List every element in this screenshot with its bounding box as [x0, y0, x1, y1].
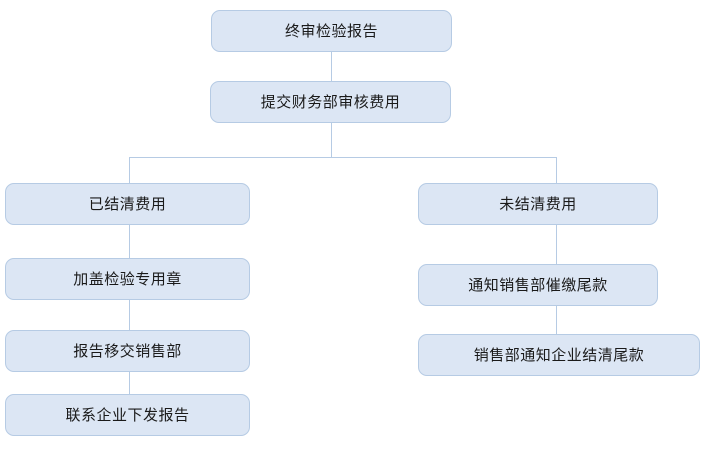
node-label: 销售部通知企业结清尾款	[473, 346, 645, 364]
edge-branch-to-n3	[129, 157, 130, 183]
edge-n8-to-n9	[556, 306, 557, 334]
node-notify-sales-collect-balance[interactable]: 通知销售部催缴尾款	[418, 264, 658, 306]
node-transfer-report-to-sales[interactable]: 报告移交销售部	[5, 330, 250, 372]
node-label: 未结清费用	[499, 195, 577, 213]
edge-n7-to-n8	[556, 225, 557, 264]
edge-n5-to-n6	[129, 372, 130, 394]
edge-n3-to-n4	[129, 225, 130, 258]
edge-n2-to-branch	[331, 123, 332, 157]
node-label: 已结清费用	[88, 195, 167, 213]
node-contact-enterprise-issue-report[interactable]: 联系企业下发报告	[5, 394, 250, 436]
edge-branch-to-n7	[556, 157, 557, 183]
node-label: 加盖检验专用章	[73, 270, 182, 288]
node-affix-inspection-seal[interactable]: 加盖检验专用章	[5, 258, 250, 300]
node-fee-unsettled[interactable]: 未结清费用	[418, 183, 658, 225]
node-final-inspection-report[interactable]: 终审检验报告	[211, 10, 452, 52]
node-label: 通知销售部催缴尾款	[468, 276, 608, 294]
node-label: 终审检验报告	[284, 22, 378, 40]
edge-branch-bar	[129, 157, 557, 158]
node-fee-settled[interactable]: 已结清费用	[5, 183, 250, 225]
node-sales-notify-enterprise-settle-balance[interactable]: 销售部通知企业结清尾款	[418, 334, 700, 376]
node-label: 联系企业下发报告	[65, 406, 190, 424]
edge-n4-to-n5	[129, 300, 130, 330]
edge-n1-to-n2	[331, 52, 332, 81]
node-submit-finance-review-fee[interactable]: 提交财务部审核费用	[210, 81, 451, 123]
node-label: 提交财务部审核费用	[260, 93, 401, 111]
node-label: 报告移交销售部	[73, 342, 182, 360]
